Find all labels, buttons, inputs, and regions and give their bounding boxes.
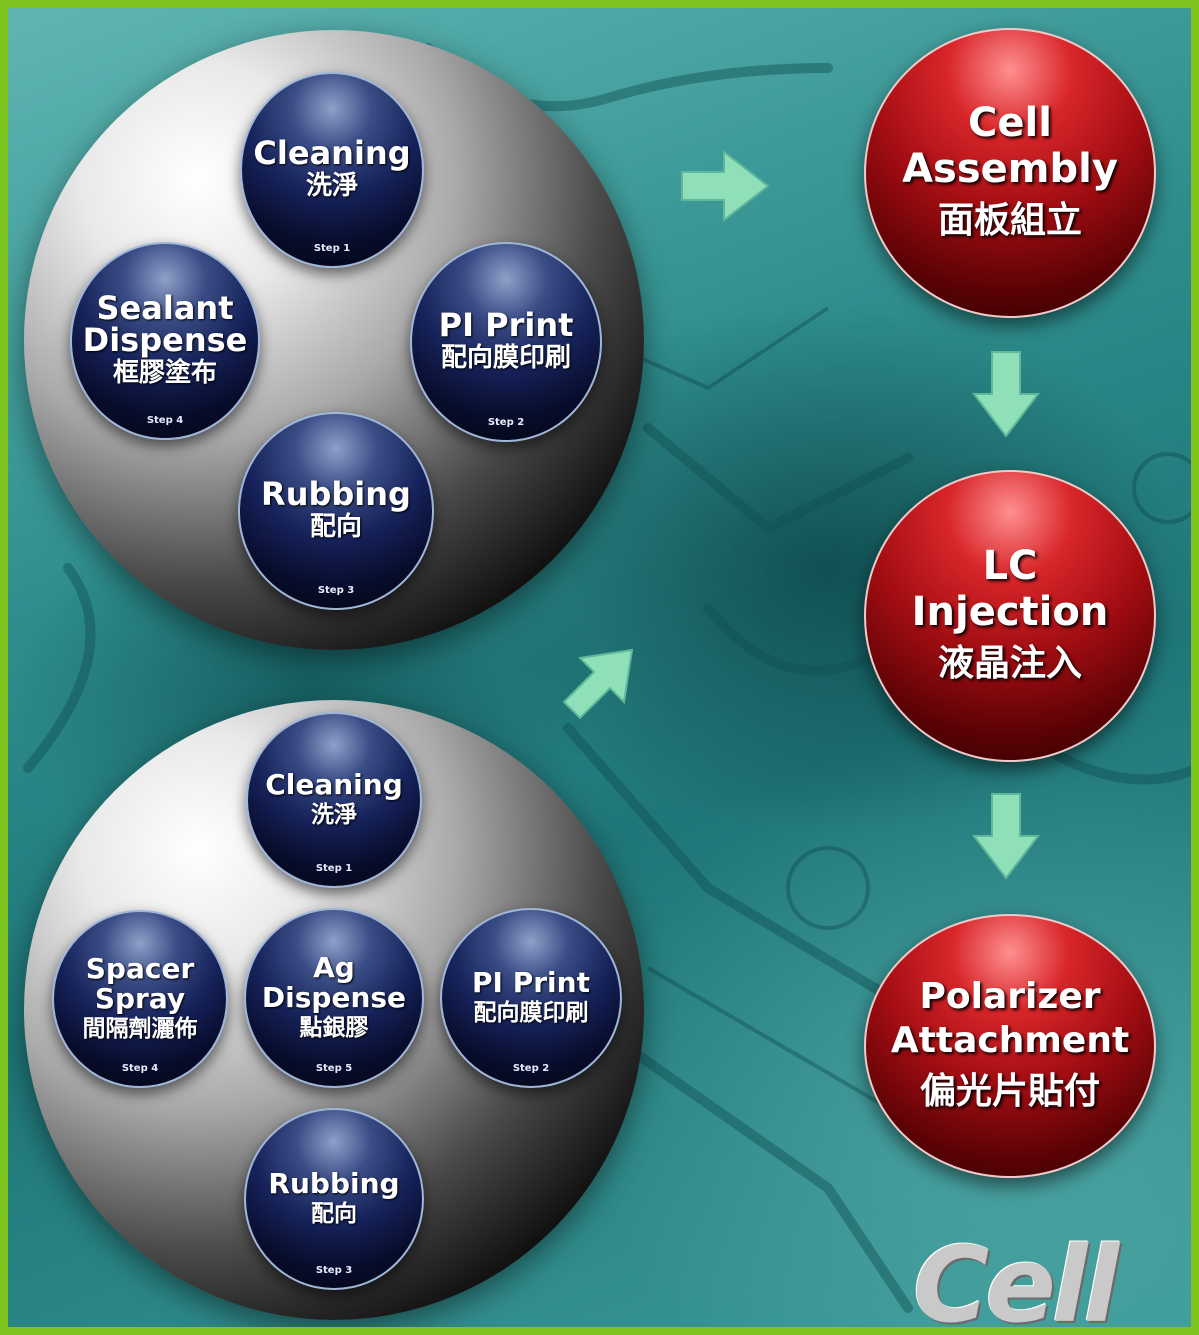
top-step-rubbing: Rubbing 配向 Step 3 [238,412,434,610]
step-number: Step 2 [512,1063,550,1074]
process-lc-injection: LC Injection 液晶注入 [864,470,1156,762]
step-number: Step 2 [487,417,525,428]
step-label-en: Sealant Dispense [82,289,248,359]
step-number: Step 5 [315,1063,353,1074]
process-label-zh: 偏光片貼付 [919,1071,1100,1112]
down-arrow-1 [971,351,1041,438]
process-label-zh: 液晶注入 [937,643,1082,684]
bottom-step-spacer-spray: Spacer Spray 間隔劑灑佈 Step 4 [52,910,228,1088]
step-number: Step 1 [313,243,351,254]
step-label-zh: 配向膜印刷 [440,343,571,373]
up-right-arrow [562,648,634,720]
step-label-en: Spacer Spray [85,952,195,1015]
step-label-zh: 框膠塗布 [112,358,217,388]
step-label-zh: 點銀膠 [299,1015,369,1041]
step-label-zh: 配向膜印刷 [473,1000,589,1026]
process-label-en: LC Injection [911,543,1109,635]
step-label-en: Rubbing [261,475,411,513]
bottom-step-pi-print: PI Print 配向膜印刷 Step 2 [440,908,622,1088]
step-number: Step 3 [315,1265,353,1276]
step-label-en: Rubbing [268,1167,400,1200]
process-cell-assembly: Cell Assembly 面板組立 [864,28,1156,318]
step-label-zh: 配向 [309,512,362,542]
process-label-en: Polarizer Attachment [890,976,1130,1061]
right-arrow [681,149,770,223]
step-label-zh: 洗淨 [305,171,358,201]
step-number: Step 1 [315,863,353,874]
step-number: Step 4 [146,415,184,426]
step-number: Step 4 [121,1063,159,1074]
step-label-zh: 洗淨 [311,802,357,828]
process-polarizer-attachment: Polarizer Attachment 偏光片貼付 [864,914,1156,1178]
top-step-cleaning: Cleaning 洗淨 Step 1 [240,72,424,268]
step-label-en: Cleaning [265,768,403,801]
top-step-sealant-dispense: Sealant Dispense 框膠塗布 Step 4 [70,242,260,440]
step-label-en: Ag Dispense [261,951,407,1014]
step-label-en: PI Print [472,966,590,999]
step-label-en: Cleaning [253,134,411,172]
top-step-pi-print: PI Print 配向膜印刷 Step 2 [410,242,602,442]
process-label-en: Cell Assembly [902,100,1118,192]
bottom-step-ag-dispense: Ag Dispense 點銀膠 Step 5 [244,908,424,1088]
bottom-step-cleaning: Cleaning 洗淨 Step 1 [246,712,422,888]
step-label-en: PI Print [438,306,574,344]
process-label-zh: 面板組立 [937,200,1082,241]
brand-text: Cell [913,1224,1119,1335]
step-label-zh: 配向 [311,1201,357,1227]
bottom-step-rubbing: Rubbing 配向 Step 3 [244,1108,424,1290]
step-number: Step 3 [317,585,355,596]
down-arrow-2 [971,793,1041,880]
step-label-zh: 間隔劑灑佈 [82,1016,198,1042]
